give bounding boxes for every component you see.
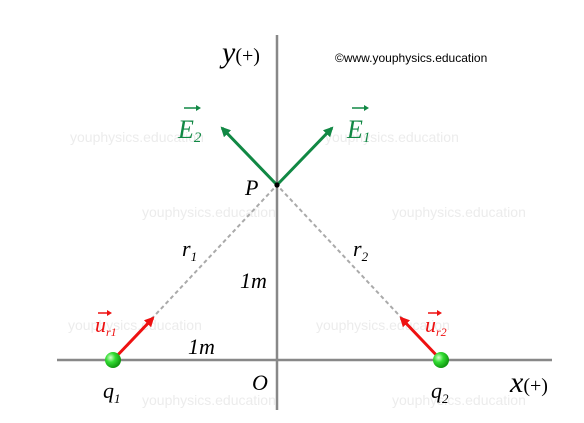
r2-subscript: 2	[362, 249, 369, 264]
r1-dashed-line	[112, 184, 278, 361]
y-axis-letter: y	[219, 36, 236, 69]
q1-letter: q	[103, 378, 114, 403]
ur2-unit-vector-arrow	[399, 316, 443, 362]
watermark: youphysics.education	[325, 129, 459, 145]
horizontal-distance-label: 1m	[188, 334, 215, 359]
e2-vector-arrowhead	[196, 105, 201, 111]
charge-q2	[433, 352, 449, 368]
copyright-notice: ©www.youphysics.education	[335, 51, 487, 65]
svg-text:E2: E2	[177, 115, 202, 146]
ur2-vector-arrowhead	[437, 310, 442, 316]
svg-text:E1: E1	[346, 115, 370, 146]
watermark: youphysics.education	[70, 129, 204, 145]
svg-text:ur1: ur1	[95, 312, 117, 339]
vertical-distance-label: 1m	[240, 268, 267, 293]
x-axis-letter: x	[509, 366, 524, 399]
e1-subscript: 1	[363, 130, 371, 146]
svg-text:ur2: ur2	[425, 312, 447, 339]
q1-subscript: 1	[114, 391, 121, 406]
watermark: youphysics.education	[68, 317, 202, 333]
watermark: youphysics.education	[392, 204, 526, 220]
watermark: youphysics.education	[142, 392, 276, 408]
point-p-label: P	[244, 175, 258, 200]
r1-label: r1	[182, 236, 197, 264]
e1-letter: E	[346, 115, 363, 144]
ur1-unit-vector-arrow	[111, 316, 155, 362]
r1-letter: r	[182, 236, 191, 261]
ur1-vector-arrowhead	[107, 310, 112, 316]
e2-subscript: 2	[194, 130, 202, 146]
watermark: youphysics.education	[392, 392, 526, 408]
point-p-dot	[274, 182, 280, 188]
r2-letter: r	[353, 236, 362, 261]
y-axis-sign: (+)	[235, 45, 260, 67]
q1-label: q1	[103, 378, 121, 406]
ur1-letter: u	[95, 312, 106, 337]
watermark: youphysics.education	[316, 317, 450, 333]
x-axis-sign: (+)	[523, 375, 548, 397]
e1-field-arrow	[275, 126, 334, 187]
ur2-label: ur2	[425, 310, 447, 339]
x-axis-label: x(+)	[509, 366, 548, 399]
e2-label: E2	[177, 105, 202, 146]
e2-letter: E	[177, 115, 194, 144]
r2-dashed-line	[276, 184, 442, 361]
ur2-subscript: r2	[436, 325, 447, 339]
e2-field-arrow	[220, 126, 279, 187]
ur1-subscript: r1	[106, 325, 117, 339]
e1-label: E1	[346, 105, 370, 146]
charge-q1	[105, 352, 121, 368]
ur1-label: ur1	[95, 310, 117, 339]
q2-letter: q	[431, 378, 442, 403]
y-axis-label: y(+)	[219, 36, 260, 69]
watermarks: youphysics.education youphysics.educatio…	[68, 129, 526, 408]
q2-subscript: 2	[442, 391, 449, 406]
q2-label: q2	[431, 378, 449, 406]
watermark: youphysics.education	[142, 204, 276, 220]
r1-subscript: 1	[191, 249, 198, 264]
ur2-letter: u	[425, 312, 436, 337]
r2-label: r2	[353, 236, 369, 264]
e1-vector-arrowhead	[364, 105, 369, 111]
origin-label: O	[252, 370, 268, 395]
